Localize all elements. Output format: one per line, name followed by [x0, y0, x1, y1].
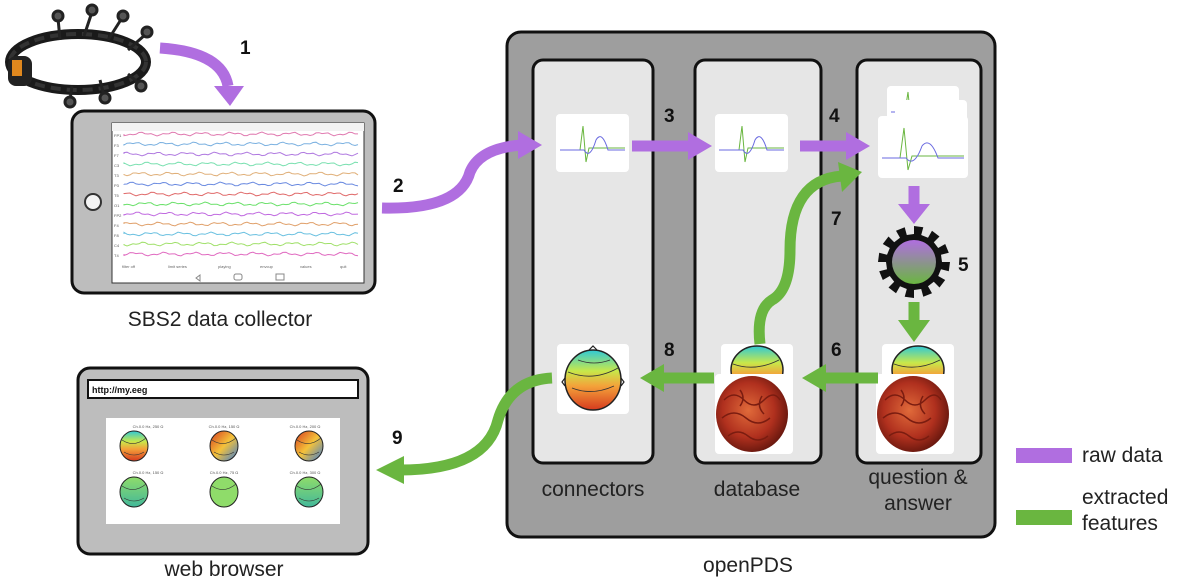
- browser-topomaps: Ch.0.0 Hz, 250 Ω Ch.0.0 Hz, 150 Ω Ch.0.0…: [119, 424, 324, 508]
- svg-text:F7: F7: [114, 153, 119, 158]
- arrow-step-9: [399, 372, 553, 476]
- svg-text:playing: playing: [218, 264, 231, 269]
- column-label-connectors: connectors: [542, 478, 645, 501]
- gear-icon: [878, 226, 950, 298]
- tablet-eeg-traces: [123, 131, 359, 257]
- browser-label: web browser: [163, 558, 283, 580]
- eeg-trace: [123, 251, 359, 257]
- step-number-9: 9: [392, 428, 403, 449]
- eeg-trace: [123, 161, 359, 167]
- tablet: FP1 F3 F7 C3 T3 P3 T5 O1 FP2 F4 F8 C4 T4…: [70, 109, 377, 295]
- step-number-8: 8: [664, 340, 675, 361]
- brain-image-database: [715, 374, 793, 454]
- svg-text:O1: O1: [114, 203, 120, 208]
- raw-arrowheads: [214, 86, 930, 224]
- svg-text:P3: P3: [114, 183, 120, 188]
- svg-text:envcup: envcup: [260, 264, 274, 269]
- svg-text:Ch.0.0 Hz, 300 Ω: Ch.0.0 Hz, 300 Ω: [290, 470, 321, 475]
- eeg-trace: [123, 151, 359, 157]
- eeg-trace: [123, 221, 359, 227]
- waveform-card-database: [715, 114, 788, 172]
- waveform-card-connectors: [556, 114, 629, 172]
- column-label-answer: answer: [884, 492, 952, 515]
- step-number-1: 1: [240, 38, 251, 59]
- eeg-trace: [123, 201, 359, 207]
- svg-text:Ch.0.0 Hz, 200 Ω: Ch.0.0 Hz, 200 Ω: [290, 424, 321, 429]
- eeg-trace: [123, 131, 358, 137]
- eeg-headset-icon: [5, 3, 154, 109]
- legend: raw data extracted features: [1016, 444, 1168, 535]
- brain-image-qa: [876, 374, 954, 454]
- legend-swatch-raw: [1016, 448, 1072, 463]
- svg-text:T5: T5: [114, 193, 119, 198]
- legend-label-extracted: extracted: [1082, 486, 1168, 509]
- arrow-step-2: [381, 139, 523, 214]
- arrow-step-7: [753, 170, 843, 345]
- tablet-label: SBS2 data collector: [128, 308, 312, 331]
- raw-arrows: [159, 42, 920, 214]
- svg-text:Ch.0.0 Hz, 150 Ω: Ch.0.0 Hz, 150 Ω: [209, 424, 240, 429]
- svg-text:Ch.0.0 Hz, 150 Ω: Ch.0.0 Hz, 150 Ω: [133, 470, 164, 475]
- column-label-database: database: [714, 478, 800, 501]
- eeg-trace: [123, 181, 359, 187]
- svg-text:Ch.0.0 Hz, 75 Ω: Ch.0.0 Hz, 75 Ω: [210, 470, 239, 475]
- browser-url: http://my.eeg: [92, 385, 147, 395]
- svg-text:F8: F8: [114, 233, 119, 238]
- step-number-5: 5: [958, 255, 969, 276]
- svg-text:filter off: filter off: [122, 264, 136, 269]
- legend-label-features: features: [1082, 512, 1158, 535]
- legend-swatch-extracted: [1016, 510, 1072, 525]
- svg-text:Ch.0.0 Hz, 250 Ω: Ch.0.0 Hz, 250 Ω: [133, 424, 164, 429]
- eeg-trace: [123, 141, 359, 147]
- eeg-trace: [123, 171, 359, 177]
- step-number-4: 4: [829, 106, 840, 127]
- svg-text:quit: quit: [340, 264, 347, 269]
- svg-text:C4: C4: [114, 243, 120, 248]
- svg-text:FP1: FP1: [114, 133, 122, 138]
- arrow-step-1: [159, 42, 234, 88]
- svg-text:F4: F4: [114, 223, 119, 228]
- legend-label-raw: raw data: [1082, 444, 1163, 467]
- svg-text:T3: T3: [114, 173, 119, 178]
- column-label-question: question &: [868, 466, 967, 489]
- svg-text:C3: C3: [114, 163, 120, 168]
- browser-address-bar[interactable]: [87, 379, 359, 399]
- step-number-3: 3: [664, 106, 675, 127]
- tablet-button-bar: filter off limit series playing envcup v…: [122, 264, 347, 269]
- extracted-arrows: [399, 170, 920, 476]
- step-number-6: 6: [831, 340, 842, 361]
- svg-text:T4: T4: [114, 253, 119, 258]
- extracted-arrowheads: [376, 162, 930, 484]
- tablet-channel-labels: FP1 F3 F7 C3 T3 P3 T5 O1 FP2 F4 F8 C4 T4: [114, 133, 122, 258]
- svg-text:limit series: limit series: [168, 264, 187, 269]
- openpds-label: openPDS: [703, 554, 793, 577]
- eeg-trace: [123, 231, 359, 237]
- step-number-7: 7: [831, 209, 842, 230]
- step-number-2: 2: [393, 176, 404, 197]
- tablet-screen: [111, 122, 365, 284]
- svg-text:values: values: [300, 264, 312, 269]
- eeg-trace: [123, 191, 359, 197]
- step-numbers: 1 2 3 4 5 6 7 8 9: [240, 38, 969, 449]
- waveform-stack-qa: [878, 86, 968, 178]
- svg-text:F3: F3: [114, 143, 119, 148]
- eeg-trace: [123, 211, 359, 217]
- topo-card-connectors: [557, 344, 629, 414]
- svg-text:FP2: FP2: [114, 213, 122, 218]
- eeg-trace: [123, 241, 359, 247]
- tablet-home-button[interactable]: [84, 193, 102, 211]
